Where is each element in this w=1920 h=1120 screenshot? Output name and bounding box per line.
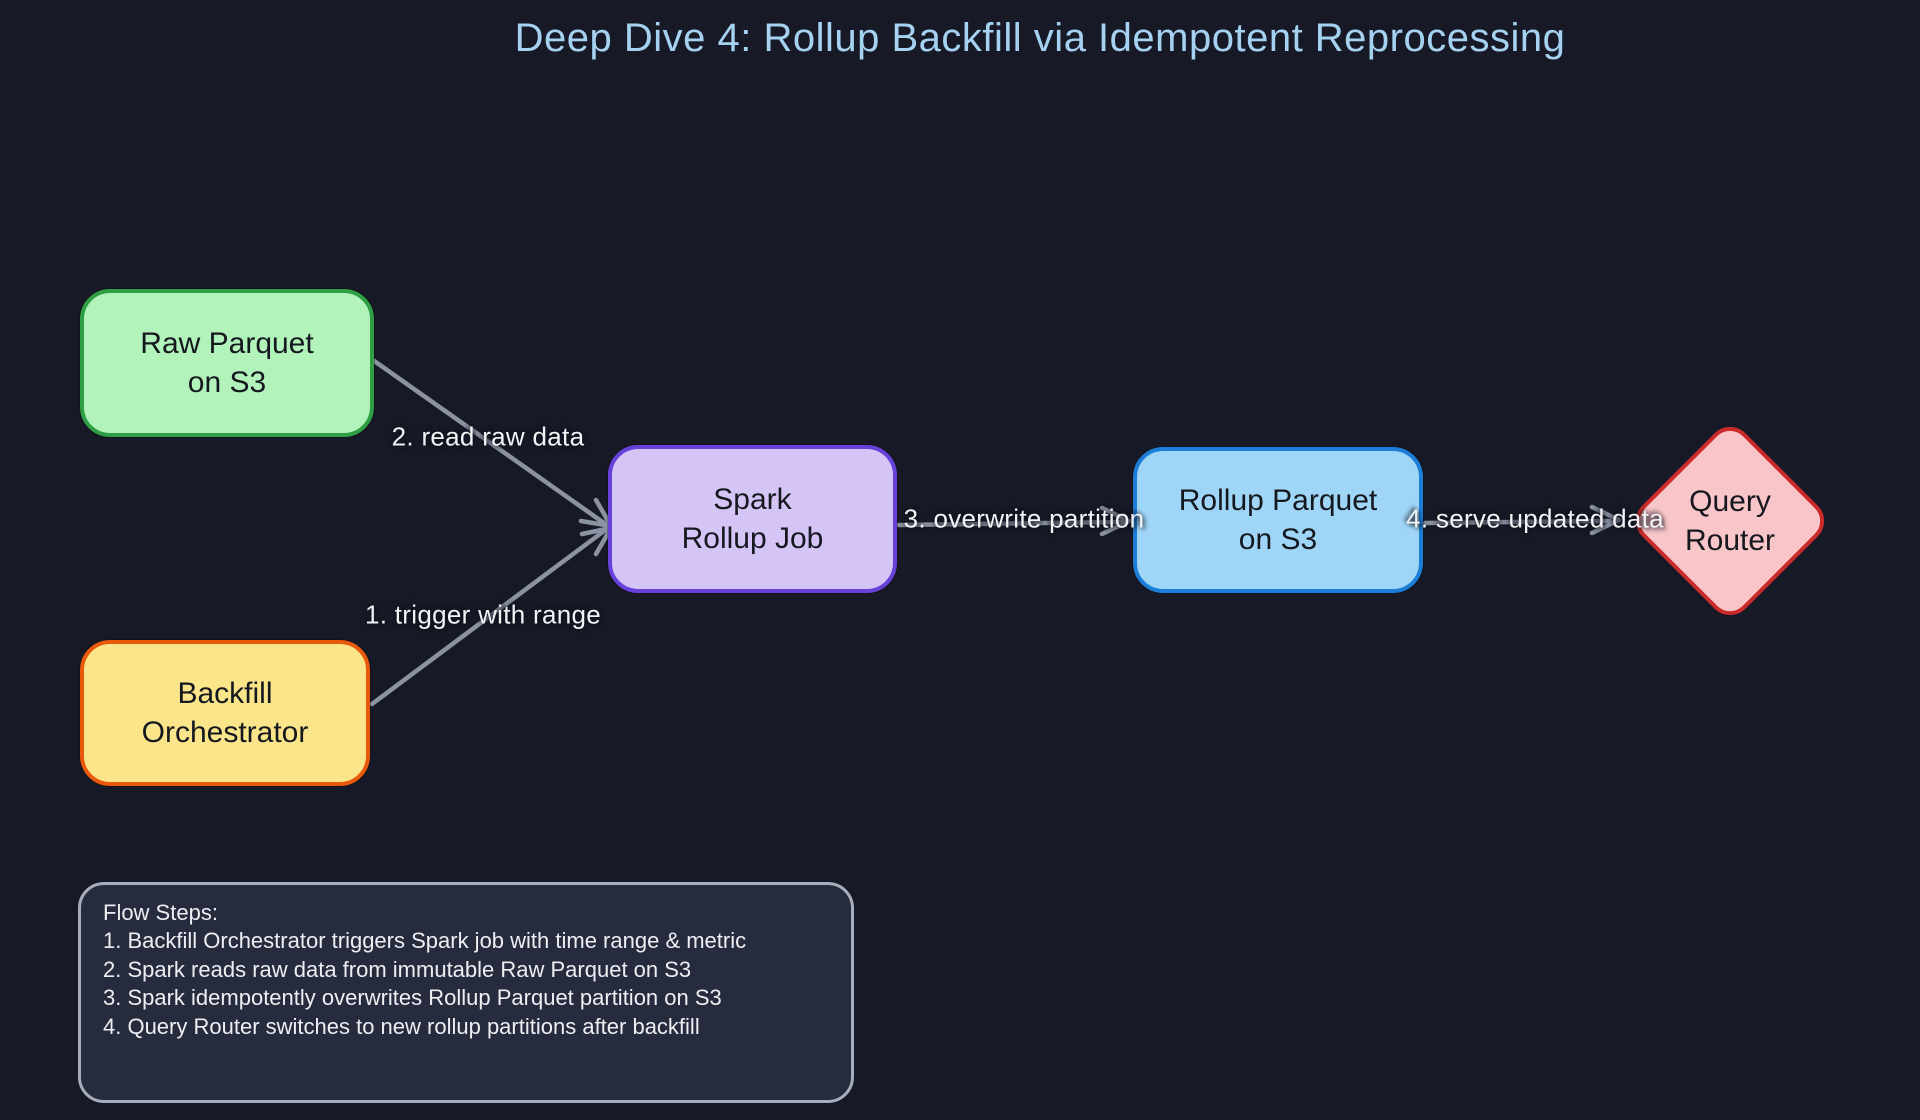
node-rollup-parquet: Rollup Parquet on S3 bbox=[1133, 447, 1423, 593]
edge-label-read: 2. read raw data bbox=[391, 421, 585, 452]
edge-label-serve: 4. serve updated data bbox=[1406, 503, 1664, 534]
node-query-router-label: Query Router bbox=[1684, 485, 1776, 557]
diagram-title: Deep Dive 4: Rollup Backfill via Idempot… bbox=[514, 16, 1566, 60]
flow-step-1: 1. Backfill Orchestrator triggers Spark … bbox=[103, 928, 747, 954]
node-backfill-orchestrator: Backfill Orchestrator bbox=[80, 640, 370, 786]
flow-steps-panel: Flow Steps: 1. Backfill Orchestrator tri… bbox=[78, 882, 854, 1103]
edge-label-trigger: 1. trigger with range bbox=[364, 599, 602, 630]
edge-serve-arrow bbox=[1422, 504, 1622, 536]
node-backfill-orchestrator-label: Backfill Orchestrator bbox=[141, 677, 309, 749]
flow-steps-heading: Flow Steps: bbox=[103, 900, 218, 925]
edge-overwrite-arrow bbox=[896, 505, 1132, 537]
flow-step-3: 3. Spark idempotently overwrites Rollup … bbox=[103, 985, 722, 1011]
node-raw-parquet-label: Raw Parquet on S3 bbox=[140, 327, 314, 399]
node-spark-rollup-job-label: Spark Rollup Job bbox=[681, 483, 824, 555]
flow-step-4: 4. Query Router switches to new rollup p… bbox=[103, 1013, 700, 1039]
edge-label-overwrite: 3. overwrite partition bbox=[903, 503, 1145, 534]
node-spark-rollup-job: Spark Rollup Job bbox=[608, 445, 897, 593]
node-raw-parquet: Raw Parquet on S3 bbox=[80, 289, 374, 437]
flow-step-2: 2. Spark reads raw data from immutable R… bbox=[103, 956, 692, 982]
node-rollup-parquet-label: Rollup Parquet on S3 bbox=[1178, 484, 1378, 556]
